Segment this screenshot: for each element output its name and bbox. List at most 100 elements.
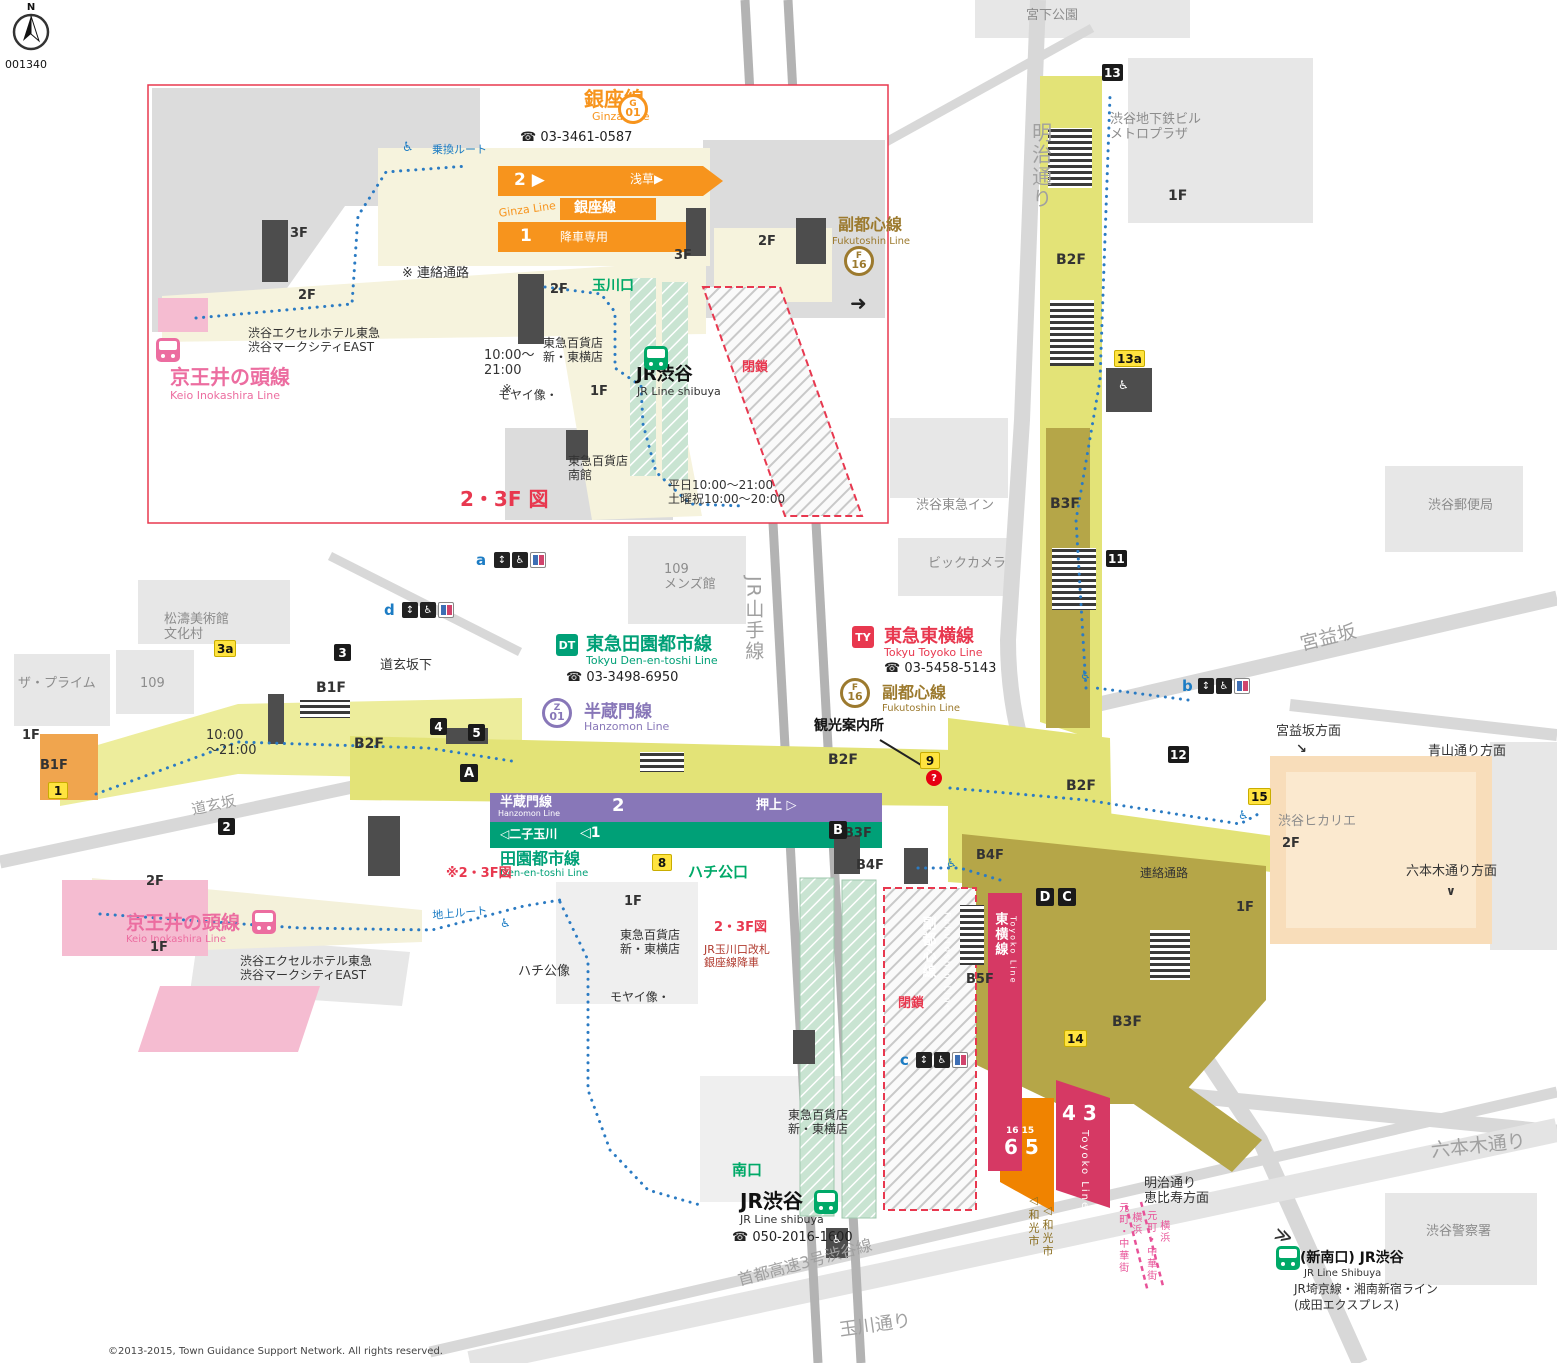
facility-point-d: d — [384, 601, 395, 619]
facility-icons-d: ↕♿ — [402, 602, 454, 618]
jr-platform — [841, 879, 877, 1219]
line-letter: G — [629, 99, 637, 109]
stair-badge-5: 5 — [468, 724, 485, 741]
map-label: Toyoko Line — [1078, 1130, 1090, 1211]
keio-train-icon — [252, 910, 276, 934]
floor-label: B1F — [316, 680, 346, 696]
closed-area-inset — [701, 286, 864, 517]
closed-label: 閉鎖 — [898, 996, 925, 1011]
denentoshi-line-symbol: DT — [556, 634, 578, 656]
toyoko-line-symbol: TY — [852, 626, 874, 648]
south-exit: 南口 — [732, 1161, 763, 1179]
oshiage-direction: 押上 ▷ — [756, 798, 797, 813]
ginza-phone: ☎ 03-3461-0587 — [520, 130, 633, 145]
stair-badge-11: 11 — [1106, 550, 1127, 567]
tourist-info-pointer — [879, 739, 927, 769]
train-icon-part — [159, 341, 177, 350]
hanzomon-bar-label: 半蔵門線 — [500, 795, 553, 810]
map-label: Keio Inokashira Line — [170, 389, 281, 402]
jr-phone: ☎ 050-2016-1600 — [732, 1230, 853, 1245]
facility-point-b: b — [1182, 677, 1193, 695]
barrier-free-routes — [94, 94, 1264, 1207]
train-icon-part — [257, 926, 261, 930]
jr-platform-inset — [662, 282, 688, 480]
elevator-badge-9: 9 — [920, 752, 940, 769]
train-icon-part — [1281, 1262, 1285, 1266]
platform-6-5: 6 5 — [1004, 1135, 1039, 1159]
excel-hotel-label: 渋谷エクセルホテル東急 渋谷マークシティEAST — [248, 326, 381, 355]
floor-label: B4F — [856, 858, 884, 873]
saikyo-line-label: JR埼京線・湘南新宿ライン — [1294, 1282, 1438, 1296]
train-icon-part — [647, 349, 665, 358]
wheelchair-icon: ♿ — [402, 140, 414, 155]
fukutoshin-platform-label: 副都心線 — [920, 916, 937, 980]
facility-icons-b: ↕♿ — [1198, 678, 1250, 694]
exit-badge-d: D — [1036, 888, 1054, 906]
floor-label: 2F — [550, 282, 568, 297]
station-number: 16 — [851, 258, 867, 272]
exit-badge-b: B — [829, 821, 847, 839]
tokyu-inn-label: 渋谷東急イン — [916, 498, 995, 513]
moyai-statue-label: モヤイ像・ — [498, 388, 558, 402]
toyoko-platform-label: 東横線 — [992, 912, 1008, 957]
asakusa-direction: 浅草▶ — [630, 172, 664, 186]
hanzomon-line-bar — [490, 793, 882, 822]
map-label: Fukutoshin Line — [882, 703, 961, 714]
transfer-route-label: 乗換ルート — [432, 143, 487, 156]
fukutoshin-title-inset: 副都心線 — [838, 215, 903, 234]
train-icon-part — [171, 354, 175, 358]
inset-title: 2・3F 図 — [460, 487, 549, 511]
police-station-label: 渋谷警察署 — [1426, 1224, 1492, 1239]
see-2-3f-note: 2・3F図 — [714, 920, 767, 935]
map-label: JR Line shibuya — [637, 385, 721, 398]
elevator-badge-1: 1 — [48, 782, 68, 799]
floor-label: 1F — [1236, 900, 1254, 915]
train-icon-part — [1279, 1249, 1297, 1258]
hours-label: 10:00～ 21:00 — [484, 348, 535, 379]
bic-camera-label: ビックカメラ — [928, 556, 1007, 571]
platform-2: 2 — [612, 795, 625, 816]
tokyu-dept-south-label: 東急百貨店 南館 — [568, 454, 629, 483]
miyamasu-direction-label: 宮益坂方面 — [1276, 724, 1342, 739]
train-icon-part — [267, 926, 271, 930]
hanzomon-title: 半蔵門線 — [584, 702, 652, 722]
tokyu-dept-label: 東急百貨店 新・東横店 — [620, 928, 681, 957]
line-letter: F — [851, 683, 859, 693]
compass-n: N — [26, 2, 36, 13]
map-label: ※ — [502, 382, 513, 396]
elevator-icon: ↕ — [402, 602, 418, 618]
hikarie-label: 渋谷ヒカリエ — [1278, 814, 1357, 829]
closed-label: 閉鎖 — [742, 360, 769, 375]
elevator-badge-14: 14 — [1064, 1030, 1087, 1047]
exit-badge-c: C — [1058, 888, 1076, 906]
excel-hotel-label: 渋谷エクセルホテル東急 渋谷マークシティEAST — [240, 954, 373, 983]
floor-label: 2F — [1282, 836, 1300, 851]
tamagawa-exit: 玉川口 — [592, 278, 634, 294]
arrow-icon: ➜ — [850, 291, 867, 315]
wheelchair-icon: ♿ — [512, 552, 528, 568]
facility-icons-c: ↕♿ — [916, 1052, 968, 1068]
train-icon-part — [829, 1206, 833, 1210]
toilet-icon — [1234, 678, 1250, 694]
futako-tamagawa-direction: ◁二子玉川 — [500, 827, 558, 841]
tourist-info-marker: ? — [926, 770, 942, 786]
toilet-icon — [530, 552, 546, 568]
facility-point-a: a — [476, 551, 487, 569]
map-id: 001340 — [5, 58, 47, 71]
building-blocks — [14, 0, 1557, 1285]
keio-title: 京王井の頭線 — [126, 912, 241, 934]
yokohama-direction: 横浜 — [1129, 1212, 1141, 1236]
hours-label: 平日10:00～21:00 土曜祝10:00～20:00 — [668, 478, 786, 507]
floor-label: B5F — [966, 972, 994, 987]
floor-label: 1F — [1168, 188, 1188, 204]
station-number: 16 — [847, 690, 863, 704]
narita-express-label: (成田エクスプレス) — [1294, 1298, 1400, 1312]
floor-label: 1F — [624, 894, 642, 909]
facility-point-c: c — [900, 1051, 909, 1069]
toilet-icon — [438, 602, 454, 618]
jr-platform-inset — [630, 278, 656, 476]
line-letter: Z — [553, 703, 561, 713]
denentoshi-phone: ☎ 03-3498-6950 — [566, 670, 679, 685]
